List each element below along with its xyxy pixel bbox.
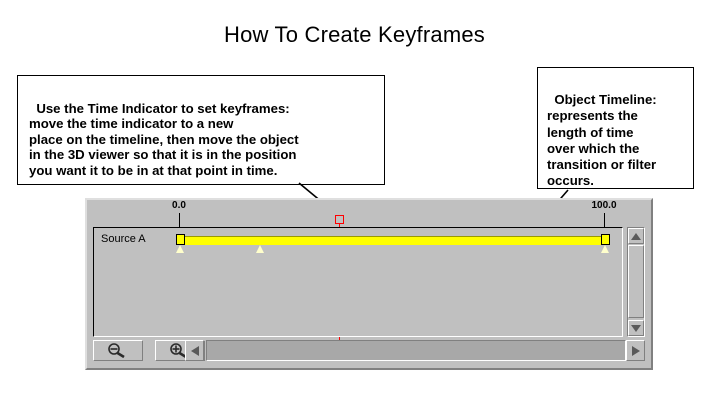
scroll-up-button[interactable]	[628, 228, 644, 244]
track-label: Source A	[101, 233, 146, 245]
bar-handle-start[interactable]	[176, 234, 185, 245]
scroll-down-button[interactable]	[628, 320, 644, 336]
object-timeline-callout: Object Timeline: represents the length o…	[537, 67, 694, 189]
object-timeline-panel: 0.0 100.0 Source A	[85, 198, 653, 370]
page-title: How To Create Keyframes	[224, 22, 485, 47]
keyframe-marker[interactable]	[256, 245, 264, 253]
ruler-tick-end	[604, 213, 605, 227]
triangle-left-icon	[190, 345, 199, 356]
time-indicator-handle[interactable]	[335, 215, 344, 224]
keyframe-marker[interactable]	[176, 245, 184, 253]
scroll-left-button[interactable]	[185, 340, 204, 361]
triangle-down-icon	[631, 324, 641, 332]
timeline-bottom-toolbar	[93, 340, 645, 362]
keyframe-marker[interactable]	[601, 245, 609, 253]
timeline-ruler: 0.0 100.0	[87, 200, 651, 228]
zoom-out-button[interactable]	[93, 340, 143, 361]
vertical-scrollbar[interactable]	[627, 227, 645, 337]
ruler-tick-start	[179, 213, 180, 227]
vertical-scrollbar-thumb[interactable]	[628, 245, 644, 318]
magnifier-plus-icon	[170, 343, 187, 358]
triangle-right-icon	[631, 345, 640, 356]
bar-handle-end[interactable]	[601, 234, 610, 245]
triangle-up-icon	[631, 232, 641, 240]
scroll-right-button[interactable]	[626, 340, 645, 361]
track-row-source-a[interactable]: Source A	[94, 231, 622, 253]
ruler-label-end: 100.0	[591, 200, 617, 211]
ruler-label-start: 0.0	[172, 200, 186, 211]
object-timeline-bar[interactable]	[180, 236, 605, 245]
horizontal-scrollbar-track[interactable]	[206, 340, 626, 361]
magnifier-minus-icon	[108, 343, 125, 358]
time-indicator-callout: Use the Time Indicator to set keyframes:…	[17, 75, 385, 185]
track-list-area: Source A	[93, 227, 623, 337]
time-indicator-callout-text: Use the Time Indicator to set keyframes:…	[29, 100, 299, 178]
object-timeline-callout-text: Object Timeline: represents the length o…	[547, 92, 657, 189]
